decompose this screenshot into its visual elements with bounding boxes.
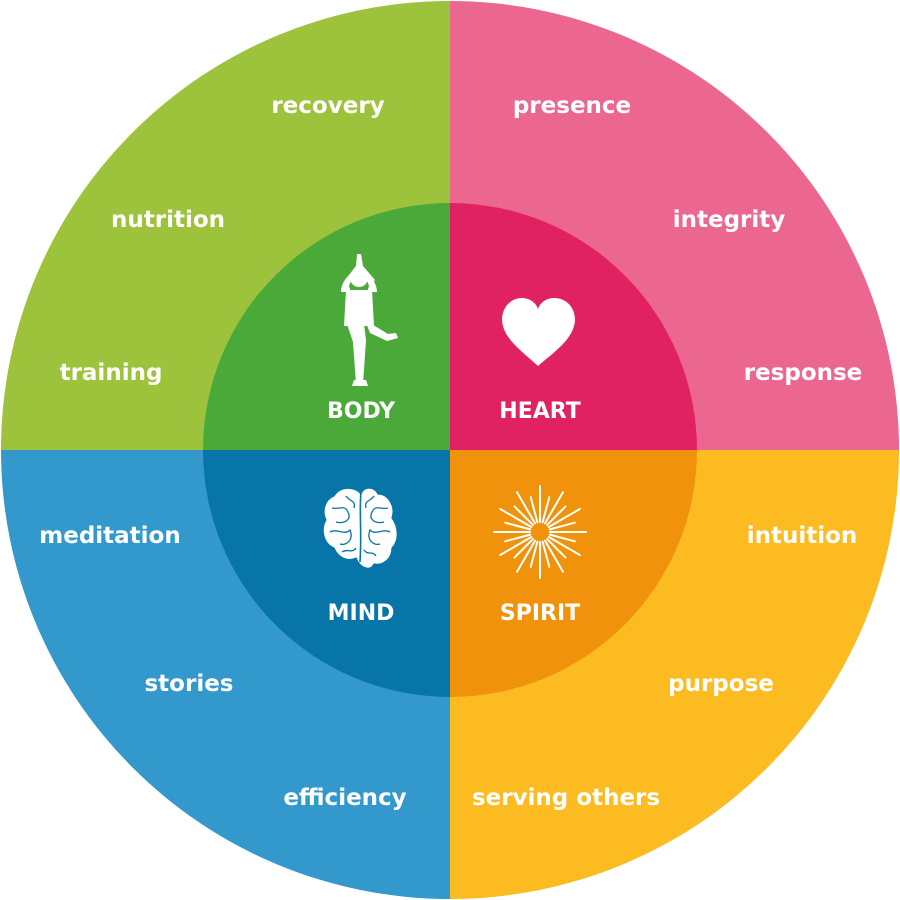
body-item-label: training bbox=[60, 360, 163, 386]
body-inner-sector bbox=[203, 203, 450, 450]
sunburst-ray bbox=[547, 536, 581, 556]
yoga-tree-pose-icon bbox=[341, 254, 398, 386]
sunburst-ray bbox=[548, 533, 576, 543]
spirit-inner-sector bbox=[450, 450, 697, 697]
sunburst-ray bbox=[499, 536, 533, 556]
mind-title: MIND bbox=[328, 601, 395, 626]
sunburst-icon bbox=[493, 485, 587, 579]
mind-item-label: meditation bbox=[39, 523, 180, 549]
spirit-title: SPIRIT bbox=[500, 601, 580, 626]
sunburst-ray bbox=[541, 496, 551, 524]
sunburst-ray bbox=[529, 540, 539, 568]
heart-item-label: presence bbox=[513, 93, 631, 119]
sunburst-ray bbox=[546, 538, 567, 559]
sunburst-ray bbox=[513, 538, 534, 559]
brain-icon bbox=[322, 487, 398, 569]
heart-icon bbox=[502, 298, 575, 366]
sunburst-ray bbox=[499, 508, 533, 528]
mind-item-label: stories bbox=[144, 671, 233, 697]
spirit-item-label: intuition bbox=[747, 523, 858, 549]
sunburst-ray bbox=[547, 508, 581, 528]
spirit-item-label: serving others bbox=[472, 785, 660, 811]
sunburst-ray bbox=[513, 505, 534, 526]
body-item-label: nutrition bbox=[111, 207, 225, 233]
sunburst-ray bbox=[544, 539, 564, 573]
sunburst-ray bbox=[529, 496, 539, 524]
heart-title: HEART bbox=[499, 399, 580, 424]
sunburst-ray bbox=[516, 491, 536, 525]
sunburst-ray bbox=[546, 505, 567, 526]
spirit-item-label: purpose bbox=[668, 671, 774, 697]
sunburst-ray bbox=[541, 540, 551, 568]
heart-item-label: integrity bbox=[673, 207, 786, 233]
mind-item-label: efficiency bbox=[283, 785, 406, 811]
sunburst-ray bbox=[504, 521, 532, 531]
sunburst-ray bbox=[544, 491, 564, 525]
heart-item-label: response bbox=[744, 360, 863, 386]
sunburst-ray bbox=[548, 521, 576, 531]
body-title: BODY bbox=[327, 399, 396, 424]
body-item-label: recovery bbox=[271, 93, 384, 119]
sunburst-ray bbox=[504, 533, 532, 543]
sunburst-ray bbox=[516, 539, 536, 573]
